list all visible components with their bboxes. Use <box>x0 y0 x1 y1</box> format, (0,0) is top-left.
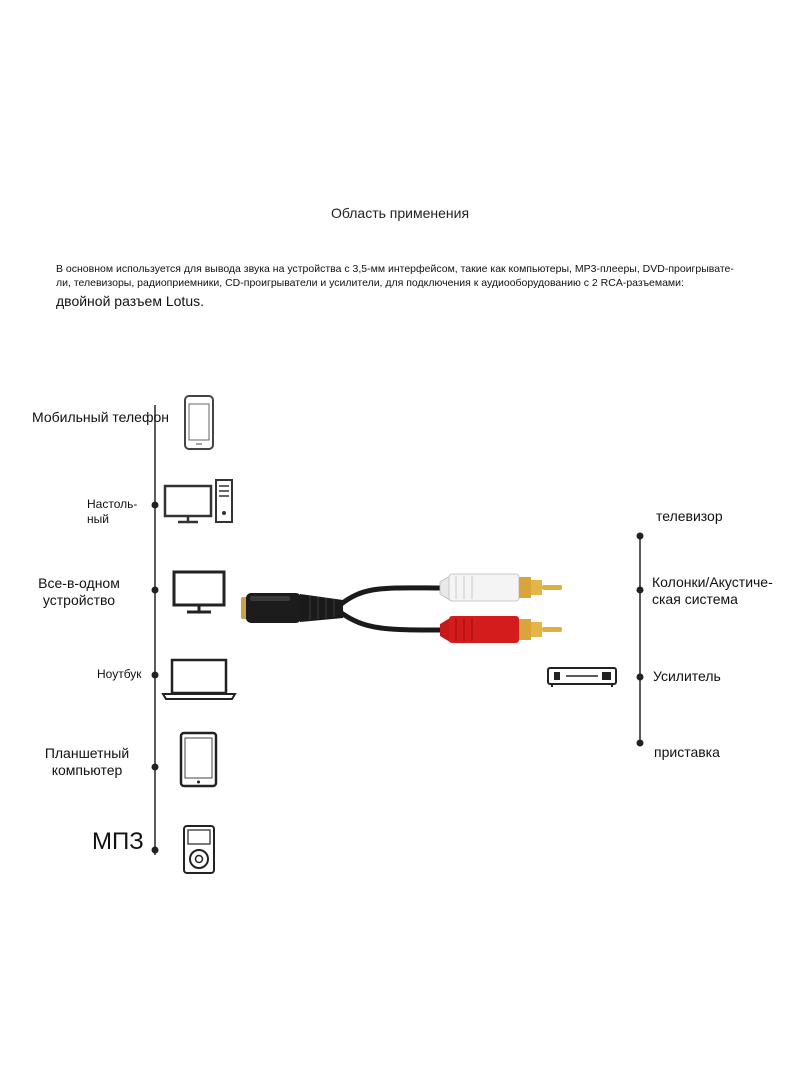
description-line-1: В основном используется для вывода звука… <box>56 263 734 275</box>
left-node-mp3 <box>151 846 159 854</box>
label-desktop-line-2: ный <box>87 512 109 526</box>
label-amplifier: Усилитель <box>653 668 721 684</box>
description-line-3: двойной разъем Lotus. <box>56 293 204 309</box>
red-rca-plug <box>440 616 562 643</box>
label-tablet: Планшетный компьютер <box>36 745 138 779</box>
label-speakers-line-1: Колонки/Акустиче- <box>652 574 773 590</box>
label-speakers: Колонки/Акустиче- ская система <box>652 574 773 608</box>
female-jack-3-5mm <box>241 593 343 623</box>
right-node-console <box>636 739 644 747</box>
tablet-icon <box>179 731 218 788</box>
label-console: приставка <box>654 744 720 760</box>
description: В основном используется для вывода звука… <box>56 263 796 311</box>
label-mobile-phone: Мобильный телефон <box>32 409 169 425</box>
description-line-2: ли, телевизоры, радиоприемники, CD-проиг… <box>56 276 684 289</box>
all-in-one-icon <box>172 570 226 614</box>
white-rca-plug <box>439 573 562 602</box>
label-mp3: МПЗ <box>92 828 144 855</box>
diagram-title: Область применения <box>330 205 470 221</box>
left-node-laptop <box>151 671 159 679</box>
left-node-tablet <box>151 763 159 771</box>
label-tablet-line-1: Планшетный <box>44 745 130 761</box>
label-desktop-line-1: Настоль- <box>87 497 138 511</box>
amplifier-icon <box>547 667 617 687</box>
label-all-in-one-line-2: устройство <box>42 592 116 608</box>
mobile-phone-icon <box>184 395 214 450</box>
label-tv: телевизор <box>656 508 723 524</box>
label-all-in-one-line-1: Все-в-одном <box>38 575 120 591</box>
label-all-in-one: Все-в-одном устройство <box>26 575 132 609</box>
mp3-player-icon <box>183 825 215 874</box>
right-node-amplifier <box>636 673 644 681</box>
aux-to-rca-cable <box>241 573 562 643</box>
label-desktop: Настоль- ный <box>87 497 137 527</box>
label-speakers-line-2: ская система <box>652 591 738 607</box>
laptop-icon <box>161 658 237 700</box>
right-node-tv <box>636 532 644 540</box>
left-node-all-in-one <box>151 586 159 594</box>
label-tablet-line-2: компьютер <box>51 762 123 778</box>
label-laptop: Ноутбук <box>97 667 142 681</box>
right-node-speakers <box>636 586 644 594</box>
desktop-computer-icon <box>163 479 233 524</box>
left-node-desktop <box>151 501 159 509</box>
